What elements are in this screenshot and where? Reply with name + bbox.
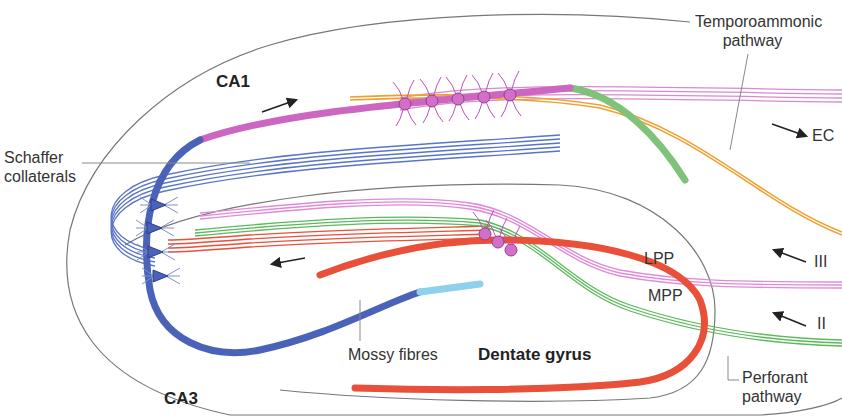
dendrite — [160, 220, 174, 228]
dendrite — [490, 210, 494, 218]
dendrite — [516, 109, 521, 116]
dendrite — [166, 276, 180, 284]
temporoammonic-fibre — [350, 95, 842, 232]
dendrite — [437, 77, 441, 85]
cell-body — [399, 98, 411, 110]
dendrite — [501, 110, 505, 117]
leader-line — [728, 356, 739, 380]
temporoammonic-fibre — [350, 98, 842, 235]
dendrite — [142, 276, 154, 277]
flow-arrow — [272, 258, 305, 264]
layer-label: II — [817, 314, 826, 333]
cell-body — [426, 95, 438, 107]
dendrite — [142, 276, 154, 284]
dendrite — [160, 228, 174, 236]
dendrite — [136, 228, 148, 236]
dendrite — [515, 71, 519, 79]
dendrite — [472, 75, 478, 83]
dendrite — [464, 113, 469, 120]
region-label: EC — [812, 126, 834, 145]
subiculum-layer — [570, 88, 685, 180]
layer-label: III — [814, 252, 827, 271]
dendrite — [161, 244, 175, 252]
leader-line — [730, 54, 748, 150]
lpp-fibre — [200, 205, 842, 288]
pyramidal-cell — [148, 246, 163, 258]
cell-body — [479, 228, 491, 240]
flow-arrow — [774, 250, 806, 262]
dendrite — [486, 220, 492, 228]
dendrite — [140, 205, 152, 213]
pathway-label: MPP — [648, 286, 683, 305]
dendrite — [140, 205, 152, 206]
pathway-label: LPP — [644, 249, 674, 268]
ca1-layer — [200, 88, 570, 140]
region-label: CA1 — [216, 72, 250, 91]
pathway-label: Temporoammonic pathway — [695, 12, 810, 50]
dendrite — [423, 116, 427, 123]
dendrite — [411, 118, 416, 125]
dendrite — [490, 111, 495, 118]
dendrite — [499, 228, 505, 236]
region-label: CA3 — [164, 389, 198, 408]
dendrite — [136, 228, 148, 229]
pathway-label: Mossy fibres — [348, 345, 438, 364]
dendrite — [498, 73, 504, 81]
pathway-label: Schaffer collaterals — [4, 148, 80, 186]
dendrite — [140, 197, 152, 205]
dendrite — [393, 82, 399, 90]
dendrite — [137, 244, 149, 252]
cell-body — [478, 91, 490, 103]
cell-body — [452, 93, 464, 105]
flow-arrow — [772, 124, 806, 136]
leader-line — [360, 300, 361, 341]
leader-line — [82, 163, 250, 164]
dendrite — [503, 218, 507, 226]
pyramidal-cell — [151, 199, 166, 211]
dendrite — [410, 80, 414, 88]
cell-bodies — [136, 71, 521, 284]
dendrite — [420, 79, 426, 87]
hippocampus-outline — [67, 14, 842, 415]
ca3-layer — [147, 140, 420, 353]
dendrite — [489, 73, 493, 81]
dendrite — [446, 77, 452, 85]
mpp-fibre — [195, 217, 842, 340]
cell-body — [492, 236, 504, 248]
pyramidal-cell — [147, 222, 162, 234]
flow-arrow — [262, 100, 296, 112]
dendrite — [142, 268, 154, 276]
pathway-label: Perforant pathway — [742, 368, 832, 406]
dendrite — [136, 220, 148, 228]
flow-arrow — [774, 313, 806, 326]
dendrite — [137, 252, 149, 260]
pyramidal-cell — [153, 270, 168, 282]
dendrite — [161, 252, 175, 260]
ca4-layer — [420, 284, 480, 292]
dendrite — [164, 205, 178, 213]
dendrite — [438, 115, 443, 122]
leader-lines — [82, 54, 748, 380]
dendrite — [164, 197, 178, 205]
fibre-bundles — [111, 87, 842, 347]
dendrite — [166, 268, 180, 276]
dendrite — [396, 119, 400, 126]
region-label: Dentate gyrus — [478, 345, 591, 364]
dendrite — [473, 212, 479, 220]
flow-arrows — [262, 100, 806, 326]
dendrite — [475, 112, 479, 119]
dendrite — [516, 226, 520, 234]
dendrite — [137, 252, 149, 253]
dendrite — [449, 114, 453, 121]
cell-body — [504, 89, 516, 101]
dendrite — [463, 75, 467, 83]
cell-body — [505, 244, 517, 256]
dentate-granule-layer — [320, 240, 704, 390]
